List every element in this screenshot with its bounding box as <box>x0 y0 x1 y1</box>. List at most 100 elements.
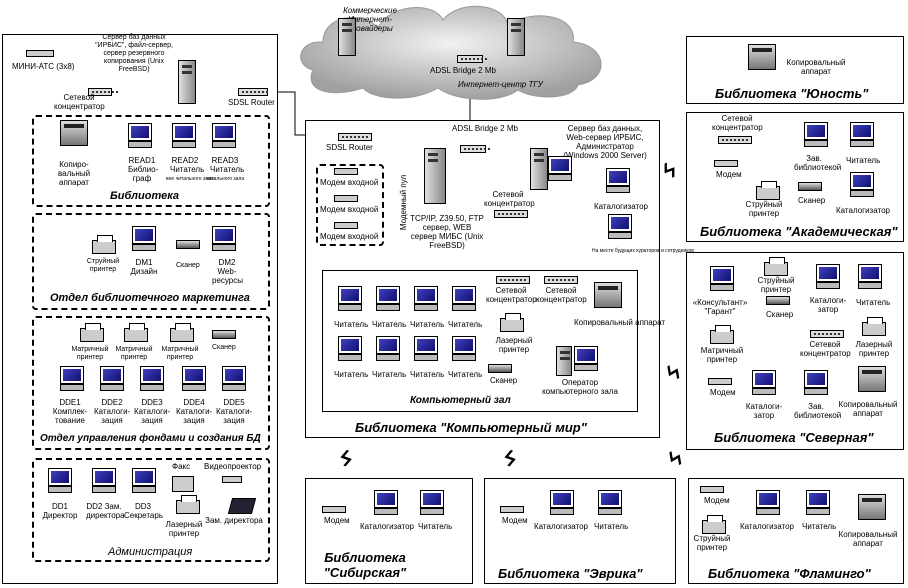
akadem-reader-label: Читатель <box>846 156 881 165</box>
sev-hub <box>810 330 844 338</box>
akadem-printer <box>756 181 780 200</box>
sev-zav-computer <box>804 370 828 395</box>
dde4-label: DDE4 Каталоги-зация <box>176 398 213 425</box>
pool-modem-2-label: Модем входной <box>320 205 379 214</box>
operator-label: Оператор компьютерного зала <box>542 378 618 396</box>
sev-copier <box>858 366 886 392</box>
cw-dev-note: На месте будущих кураторов и сотрудников <box>592 248 694 254</box>
sev-printer-label: Струйный принтер <box>757 276 795 294</box>
hall-copier-label: Копировальный аппарат <box>574 318 666 327</box>
fondy-scanner <box>212 330 236 339</box>
fla-modem-label: Модем <box>704 496 730 505</box>
read3-label: READ3 Читатель <box>210 156 245 174</box>
fondy-matrix-3 <box>170 323 194 342</box>
pool-modem-2 <box>334 195 358 202</box>
zam-laptop <box>227 498 257 514</box>
pool-modem-3-label: Модем входной <box>320 232 379 241</box>
sev-reader-computer <box>858 264 882 289</box>
yunost-box <box>686 36 904 104</box>
akadem-cataloger-label: Каталогизатор <box>836 206 890 215</box>
erika-reader-label: Читатель <box>594 522 629 531</box>
severnaya-title: Библиотека "Северная" <box>714 430 874 445</box>
fla-printer <box>702 515 726 534</box>
hall-reader-label: Читатель <box>372 320 407 329</box>
dd3-label: DD3 Секретарь <box>124 502 163 520</box>
dde2-computer <box>100 366 124 391</box>
sev-scanner <box>766 296 790 305</box>
main-server-label: Сервер баз данных "ИРБИС", файл-сервер, … <box>95 34 173 73</box>
fondy-matrix-2-label: Матричный принтер <box>115 346 153 361</box>
section-marketing <box>32 213 270 310</box>
cw-dev-computer <box>608 214 632 239</box>
mini-ats-device <box>26 50 54 57</box>
erika-title: Библиотека "Эврика" <box>498 566 643 581</box>
hall-reader-computer <box>452 336 476 361</box>
sibirskaya-title: Библиотека "Сибирская" <box>323 550 407 580</box>
akadem-scanner <box>798 182 822 191</box>
pool-modem-1-label: Модем входной <box>320 178 379 187</box>
modem-pool-label: Модемный пул <box>399 174 409 231</box>
provider-server-2 <box>507 18 525 56</box>
projector-label: Видеопроектор <box>204 462 262 471</box>
sev-hub-label: Сетевой концентратор <box>800 340 851 358</box>
hall-reader-computer <box>338 286 362 311</box>
hall-scanner <box>488 364 512 373</box>
fondy-matrix-1 <box>80 323 104 342</box>
akadem-zav-computer <box>804 122 828 147</box>
erika-cataloger-label: Каталогизатор <box>534 522 588 531</box>
fondy-matrix-2 <box>124 323 148 342</box>
section-fondy <box>32 316 270 450</box>
fla-cataloger-label: Каталогизатор <box>740 522 794 531</box>
hall-hub-2-label: Сетевой концентратор <box>536 286 587 304</box>
cw-admin-monitor <box>548 156 572 181</box>
fla-copier <box>858 494 886 520</box>
dd3-computer <box>132 468 156 493</box>
dd1-computer <box>48 468 72 493</box>
akadem-printer-label: Струйный принтер <box>745 200 783 218</box>
internet-center-label: Интернет-центр ТГУ <box>458 80 543 89</box>
cw-sdsl <box>338 133 372 141</box>
mkt-scanner-label: Сканер <box>176 262 200 269</box>
yunost-copier <box>748 44 776 70</box>
bib-title: Библиотека <box>110 190 180 202</box>
dde5-computer <box>222 366 246 391</box>
sib-modem-label: Модем <box>324 516 350 525</box>
sev-konsultant-computer <box>710 266 734 291</box>
erika-modem <box>500 506 524 513</box>
sev-cataloger-computer <box>752 370 776 395</box>
mini-ats-label: МИНИ-АТС (3x8) <box>12 62 75 71</box>
sev-copier-label: Копировальный аппарат <box>838 400 898 418</box>
sev-cataloger-top-label: Каталоги-затор <box>809 296 847 314</box>
bib-copier-label: Копиро-вальный аппарат <box>57 160 91 187</box>
fondy-matrix-1-label: Матричный принтер <box>71 346 109 361</box>
akadem-modem-label: Модем <box>716 170 742 179</box>
hall-reader-computer <box>414 336 438 361</box>
cloud-label: Коммерческие Интернет-провайдеры <box>343 6 397 33</box>
hall-reader-label: Читатель <box>410 320 445 329</box>
sev-laser <box>862 317 886 336</box>
yunost-title: Библиотека "Юность" <box>715 86 869 101</box>
hall-hub-1 <box>496 276 530 284</box>
cw-cataloger-label: Каталогизатор <box>594 202 648 211</box>
cw-title: Библиотека "Компьютерный мир" <box>355 420 587 435</box>
fla-reader-computer <box>806 490 830 515</box>
akadem-modem <box>714 160 738 167</box>
hall-reader-computer <box>376 286 400 311</box>
sib-cataloger-computer <box>374 490 398 515</box>
projector-device <box>222 476 242 483</box>
fla-printer-label: Струйный принтер <box>693 534 731 552</box>
admin-laser <box>176 495 200 514</box>
hall-laser-label: Лазерный принтер <box>495 336 533 354</box>
fla-reader-label: Читатель <box>802 522 837 531</box>
hall-copier <box>594 282 622 308</box>
akadem-hub <box>718 136 752 144</box>
main-hub <box>88 88 118 96</box>
dd2-label: DD2 Зам. директора <box>86 502 125 520</box>
sib-modem <box>322 506 346 513</box>
sev-zav-label: Зав. библиотекой <box>794 402 842 420</box>
pool-modem-3 <box>334 222 358 229</box>
dd1-label: DD1 Директор <box>42 502 78 520</box>
fax-device <box>172 476 194 492</box>
main-sdsl-label: SDSL Router <box>228 98 275 107</box>
main-hub-label: Сетевой концентратор <box>54 93 105 111</box>
